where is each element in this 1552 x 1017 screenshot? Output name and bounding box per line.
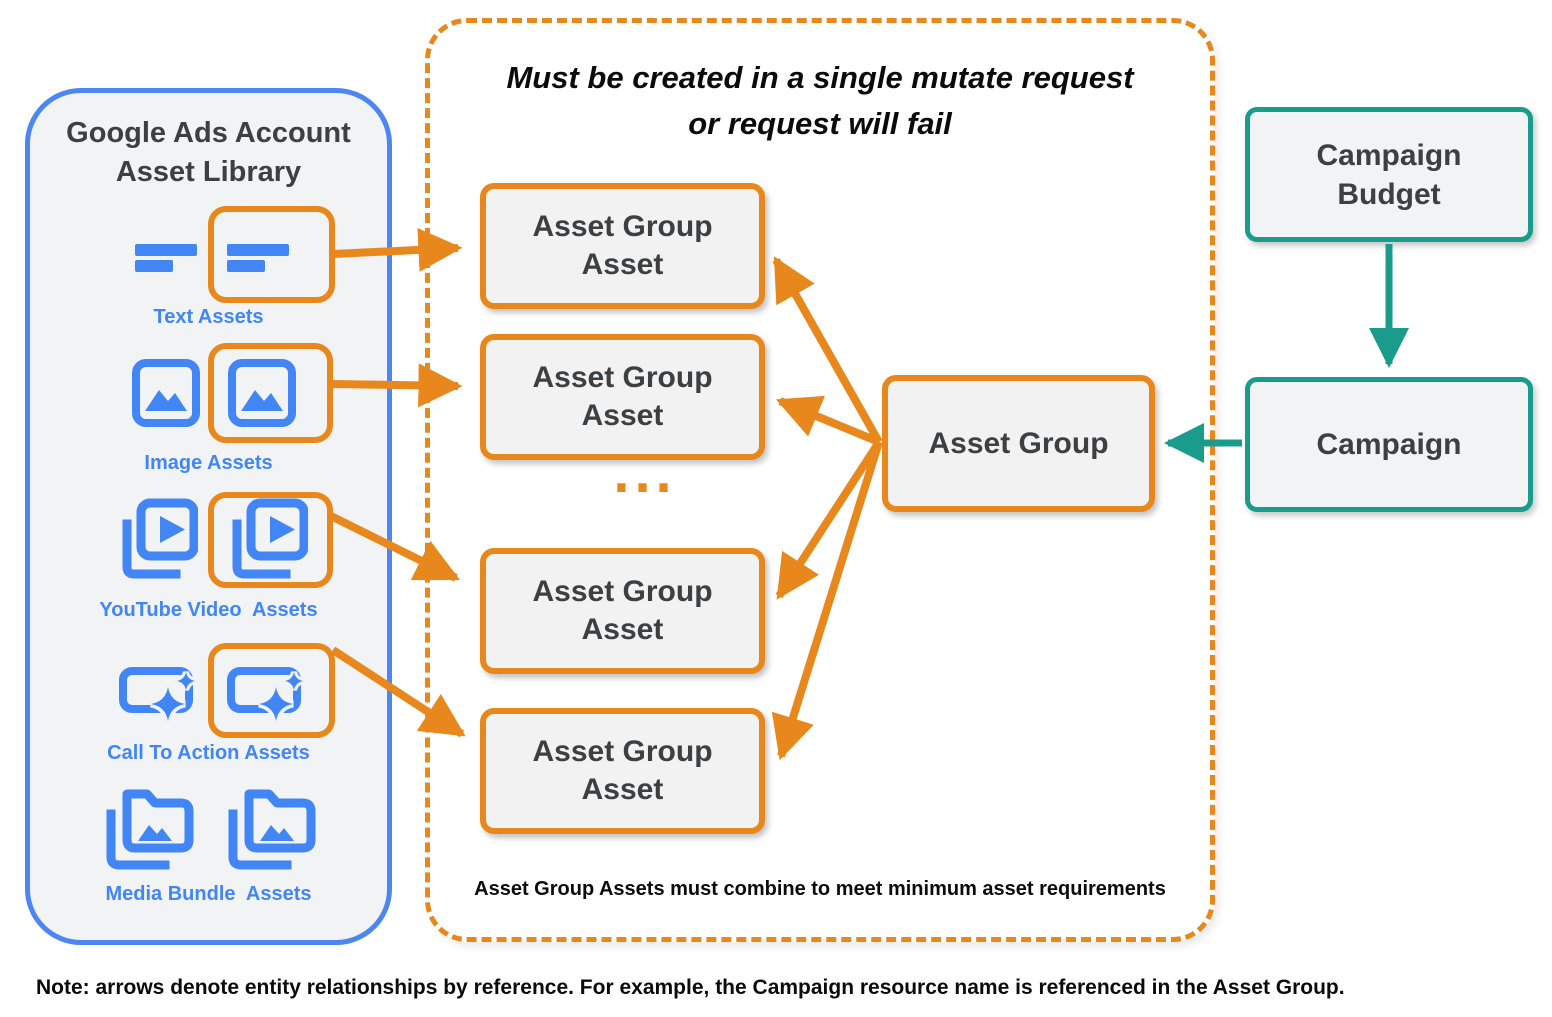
media-bundle-asset-icon bbox=[103, 786, 195, 872]
image-assets-label: Image Assets bbox=[144, 452, 273, 474]
asset-requirements-footnote: Asset Group Assets must combine to meet … bbox=[474, 878, 1166, 900]
more-assets-ellipsis: ... bbox=[613, 440, 677, 505]
call-to-action-asset-icon bbox=[119, 664, 203, 726]
asset-group-asset-box: Asset Group Asset bbox=[480, 334, 765, 460]
mutate-request-title-line2: or request will fail bbox=[688, 106, 952, 141]
text-asset-highlight-frame bbox=[208, 206, 335, 303]
call-to-action-asset-icon bbox=[227, 664, 311, 726]
asset-library-title: Google Ads Account Asset Library bbox=[25, 114, 392, 192]
call-to-action-assets-label: Call To Action Assets bbox=[107, 742, 310, 764]
campaign-budget-box: Campaign Budget bbox=[1245, 107, 1533, 242]
youtube-video-asset-icon bbox=[228, 498, 309, 582]
asset-library-title-line1: Google Ads Account bbox=[66, 117, 351, 149]
image-asset-highlight-frame bbox=[208, 343, 333, 443]
campaign-box: Campaign bbox=[1245, 377, 1533, 512]
asset-group-asset-box: Asset Group Asset bbox=[480, 183, 765, 309]
text-asset-icon bbox=[227, 244, 289, 272]
text-assets-label: Text Assets bbox=[153, 306, 264, 328]
media-bundle-asset-icon bbox=[225, 786, 317, 872]
asset-group-box: Asset Group bbox=[882, 375, 1155, 512]
text-asset-icon bbox=[135, 244, 197, 272]
youtube-video-asset-icon bbox=[118, 498, 199, 582]
reference-note: Note: arrows denote entity relationships… bbox=[36, 976, 1345, 999]
asset-library-title-line2: Asset Library bbox=[115, 156, 302, 188]
image-asset-icon bbox=[132, 359, 200, 427]
youtube-video-assets-label: YouTube Video Assets bbox=[99, 599, 318, 621]
image-asset-icon bbox=[228, 359, 296, 427]
asset-group-asset-box: Asset Group Asset bbox=[480, 548, 765, 674]
mutate-request-title-line1: Must be created in a single mutate reque… bbox=[506, 60, 1134, 95]
mutate-request-title: Must be created in a single mutate reque… bbox=[445, 55, 1195, 147]
media-bundle-assets-label: Media Bundle Assets bbox=[105, 883, 312, 905]
asset-group-asset-box: Asset Group Asset bbox=[480, 708, 765, 834]
